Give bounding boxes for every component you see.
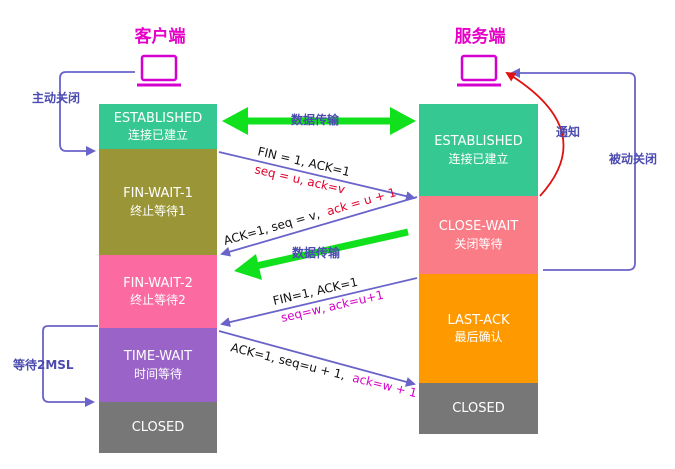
state-name: ESTABLISHED: [113, 110, 203, 126]
client-state-established: ESTABLISHED 连接已建立: [99, 104, 217, 149]
notify-label: 通知: [556, 125, 581, 139]
wait-2msl-arrow: [42, 325, 98, 407]
server-title: 服务端: [454, 27, 506, 47]
state-desc: 连接已建立: [448, 151, 509, 166]
passive-close-label: 被动关闭: [609, 152, 658, 166]
active-close-arrow: [59, 71, 135, 156]
state-desc: 连接已建立: [127, 128, 188, 143]
wait-2msl-label: 等待2MSL: [13, 358, 74, 372]
passive-close-arrow: [510, 68, 636, 271]
msg-ack1-black: ACK=1, seq = v,: [222, 207, 321, 248]
state-desc: 终止等待2: [130, 293, 186, 308]
client-state-fin-wait-2: FIN-WAIT-2 终止等待2: [99, 255, 217, 328]
state-name: CLOSE-WAIT: [438, 219, 519, 235]
msg-fin1-arrow: [218, 151, 416, 202]
state-name: FIN-WAIT-2: [123, 275, 193, 291]
state-name: ESTABLISHED: [434, 134, 523, 150]
state-desc: 关闭等待: [454, 236, 503, 251]
server-state-close-wait: CLOSE-WAIT 关闭等待: [419, 196, 538, 274]
data-transfer-arrow: [234, 228, 409, 280]
state-name: CLOSED: [452, 400, 505, 416]
server-monitor-icon: [457, 54, 501, 87]
client-state-time-wait: TIME-WAIT 时间等待: [99, 328, 217, 402]
state-name: LAST-ACK: [447, 312, 510, 328]
data-transfer-label-mid: 数据传输: [292, 246, 341, 260]
msg-fin2-arrow: [220, 277, 418, 328]
msg-ack2-colored: ack=w + 1: [351, 371, 419, 401]
msg-ack2-arrow: [218, 330, 416, 387]
notify-arrow: [505, 71, 565, 197]
state-desc: 时间等待: [133, 366, 182, 381]
server-state-closed: CLOSED: [419, 383, 538, 434]
state-desc: 终止等待1: [130, 203, 186, 218]
msg-ack1-arrow: [220, 196, 418, 257]
server-state-established: ESTABLISHED 连接已建立: [419, 104, 538, 196]
client-monitor-icon: [137, 54, 181, 87]
state-name: CLOSED: [131, 419, 185, 435]
msg-ack2-text: ACK=1, seq=u + 1, ack=w + 1: [229, 340, 418, 400]
active-close-label: 主动关闭: [32, 91, 81, 105]
state-desc: 最后确认: [454, 330, 503, 345]
data-transfer-double-arrow: [222, 107, 416, 135]
server-state-last-ack: LAST-ACK 最后确认: [419, 274, 538, 383]
client-state-fin-wait-1: FIN-WAIT-1 终止等待1: [99, 149, 217, 255]
state-name: FIN-WAIT-1: [123, 186, 193, 202]
client-state-closed: CLOSED: [99, 402, 217, 453]
data-transfer-label-top: 数据传输: [291, 113, 340, 127]
client-title: 客户端: [134, 27, 186, 47]
state-name: TIME-WAIT: [123, 349, 193, 365]
